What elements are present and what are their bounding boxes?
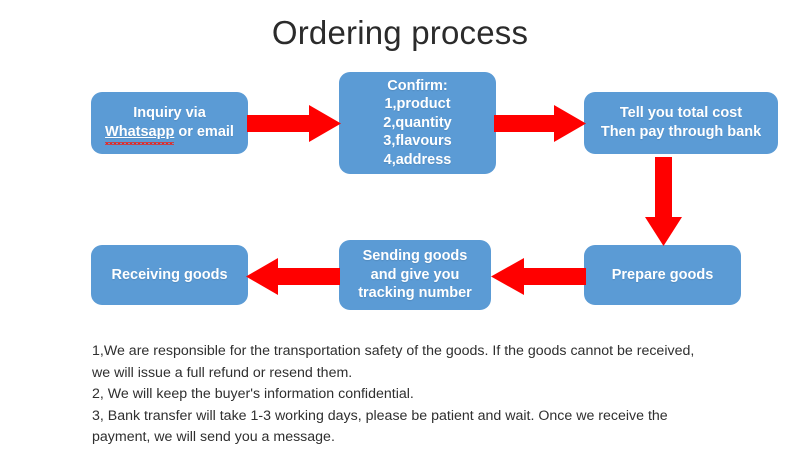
flow-node-confirm-line-3: 2,quantity xyxy=(383,114,452,131)
misspelled-word-whatsapp: Whatsapp xyxy=(105,124,175,145)
flow-node-confirm-line-2: 1,product xyxy=(384,96,451,113)
flow-node-inquiry-line-2: Whatsapp or email xyxy=(105,124,234,145)
flow-node-total-cost[interactable]: Tell you total cost Then pay through ban… xyxy=(584,92,778,154)
flow-node-inquiry[interactable]: Inquiry via Whatsapp or email xyxy=(91,92,248,154)
arrow-down-icon-cost-to-prepare xyxy=(645,157,682,246)
flow-node-inquiry-line-1: Inquiry via xyxy=(133,105,206,122)
arrow-right-icon-confirm-to-cost xyxy=(494,105,586,142)
flow-node-total-cost-line-2: Then pay through bank xyxy=(600,124,762,140)
note-line-1: 1,We are responsible for the transportat… xyxy=(92,343,695,359)
terms-notes: 1,We are responsible for the transportat… xyxy=(92,341,782,449)
arrow-left-icon-sending-to-receiving xyxy=(246,258,340,295)
flow-node-confirm-line-5: 4,address xyxy=(383,151,452,168)
page-title: Ordering process xyxy=(271,14,529,51)
flow-node-receiving-goods[interactable]: Receiving goods xyxy=(91,245,248,305)
flow-node-sending-goods-line-3: tracking number xyxy=(358,285,472,302)
flow-node-prepare-goods[interactable]: Prepare goods xyxy=(584,245,741,305)
flow-node-confirm-line-1: Confirm: xyxy=(387,77,448,94)
note-line-4: 3, Bank transfer will take 1-3 working d… xyxy=(92,407,668,424)
flow-node-sending-goods-line-1: Sending goods xyxy=(362,248,468,265)
flow-node-prepare-goods-line-1: Prepare goods xyxy=(611,266,714,283)
arrow-right-icon-inquiry-to-confirm xyxy=(247,105,341,142)
note-line-2: we will issue a full refund or resend th… xyxy=(92,364,353,381)
flow-node-sending-goods-line-2: and give you xyxy=(370,266,460,283)
arrow-left-icon-prepare-to-sending xyxy=(491,258,586,295)
flow-node-total-cost-line-1: Tell you total cost xyxy=(619,105,743,122)
flow-node-receiving-goods-line-1: Receiving goods xyxy=(111,266,228,283)
note-line-5: payment, we will send you a message. xyxy=(92,429,335,446)
flow-node-confirm-line-4: 3,flavours xyxy=(383,133,452,150)
flow-node-confirm[interactable]: Confirm: 1,product 2,quantity 3,flavours… xyxy=(339,72,496,174)
note-line-3: 2, We will keep the buyer's information … xyxy=(92,386,414,403)
flow-node-sending-goods[interactable]: Sending goods and give you tracking numb… xyxy=(339,240,491,310)
